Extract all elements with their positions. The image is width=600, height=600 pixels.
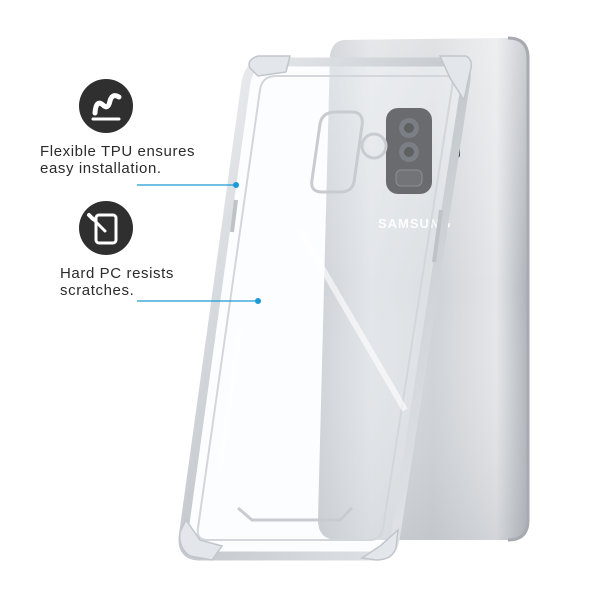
- feature-pc-line2: scratches.: [60, 282, 135, 299]
- feature-pc-text: Hard PC resists scratches.: [60, 265, 174, 299]
- phone-back: [318, 36, 530, 542]
- feature-tpu-line1: Flexible TPU ensures: [40, 143, 196, 160]
- flex-tpu-icon: [79, 79, 133, 133]
- scratch-resist-icon: [79, 201, 133, 255]
- callout-lines: [137, 182, 261, 304]
- feature-tpu-text: Flexible TPU ensures easy installation.: [40, 143, 195, 177]
- feature-pc-line1: Hard PC resists: [60, 265, 175, 282]
- clear-case: [178, 55, 473, 561]
- feature-tpu-line2: easy installation.: [40, 160, 162, 177]
